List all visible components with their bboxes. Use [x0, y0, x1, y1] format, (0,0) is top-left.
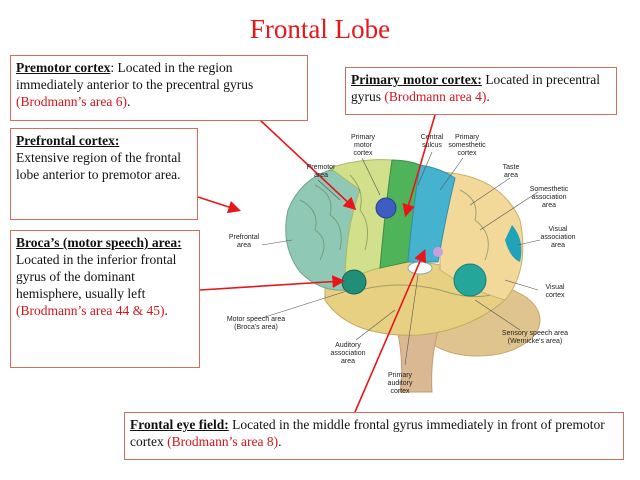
- frontal-eye-box: Frontal eye field: Located in the middle…: [124, 412, 624, 460]
- broca-area-marker: [341, 269, 367, 295]
- label-motor-speech: Motor speech area (Broca's area): [226, 316, 286, 331]
- premotor-ref: (Brodmann’s area 6): [16, 94, 127, 109]
- broca-body: Located in the inferior frontal gyrus of…: [16, 252, 177, 301]
- broca-box: Broca’s (motor speech) area: Located in …: [10, 230, 200, 368]
- label-somesthetic-association: Somesthetic association area: [529, 186, 569, 209]
- primary-motor-box: Primary motor cortex: Located in precent…: [345, 67, 617, 115]
- label-prefrontal: Prefrontal area: [228, 234, 260, 249]
- primary-motor-body: Located in precentral gyrus: [351, 72, 600, 104]
- premotor-box: Premotor cortex: Located in the region i…: [10, 55, 308, 121]
- broca-end: .: [164, 303, 168, 318]
- label-auditory-association: Auditory association area: [330, 342, 366, 365]
- leader-lines: [261, 151, 541, 366]
- frontal-eye-body: Located in the middle frontal gyrus imme…: [130, 417, 605, 449]
- taste-area-marker: [433, 247, 443, 257]
- prefrontal-body: Extensive region of the frontal lobe ant…: [16, 150, 181, 182]
- broca-ref: (Brodmann’s area 44 & 45): [16, 303, 165, 318]
- red-arrows: [197, 114, 436, 413]
- label-visual-cortex: Visual cortex: [545, 284, 565, 299]
- premotor-heading: Premotor cortex: [16, 60, 111, 75]
- premotor-sep: :: [110, 60, 118, 75]
- label-premotor: Premotor area: [306, 164, 336, 179]
- frontal-eye-heading: Frontal eye field:: [130, 417, 229, 432]
- wernicke-area-marker: [453, 263, 487, 297]
- frontal-eye-ref: (Brodmann’s area 8): [167, 434, 279, 449]
- label-primary-auditory: Primary auditory cortex: [387, 372, 413, 395]
- primary-motor-end: .: [486, 89, 490, 104]
- label-sensory-speech: Sensory speech area (Wernicke's area): [501, 330, 569, 345]
- premotor-body: Located in the region immediately anteri…: [16, 60, 254, 92]
- broca-heading: Broca’s (motor speech) area:: [16, 235, 182, 250]
- primary-auditory-marker: [407, 261, 433, 275]
- label-primary-motor: Primary motor cortex: [350, 134, 376, 157]
- page-title: Frontal Lobe: [249, 14, 391, 44]
- prefrontal-heading: Prefrontal cortex:: [16, 133, 120, 148]
- gyri-lines: [299, 174, 491, 298]
- primary-motor-ref: (Brodmann area 4): [384, 89, 487, 104]
- primary-motor-heading: Primary motor cortex:: [351, 72, 482, 87]
- brainstem: [394, 319, 441, 393]
- label-taste: Taste area: [502, 164, 520, 179]
- prefrontal-box: Prefrontal cortex: Extensive region of t…: [10, 128, 198, 220]
- premotor-end: .: [126, 94, 131, 109]
- visual-association-marker: [505, 225, 522, 262]
- frontal-eye-end: .: [278, 434, 282, 449]
- frontal-eye-field: [375, 197, 397, 219]
- label-primary-somesthetic: Primary somesthetic cortex: [448, 134, 486, 157]
- label-central-sulcus: Central sulcus: [420, 134, 444, 149]
- label-visual-association: Visual association area: [540, 226, 576, 249]
